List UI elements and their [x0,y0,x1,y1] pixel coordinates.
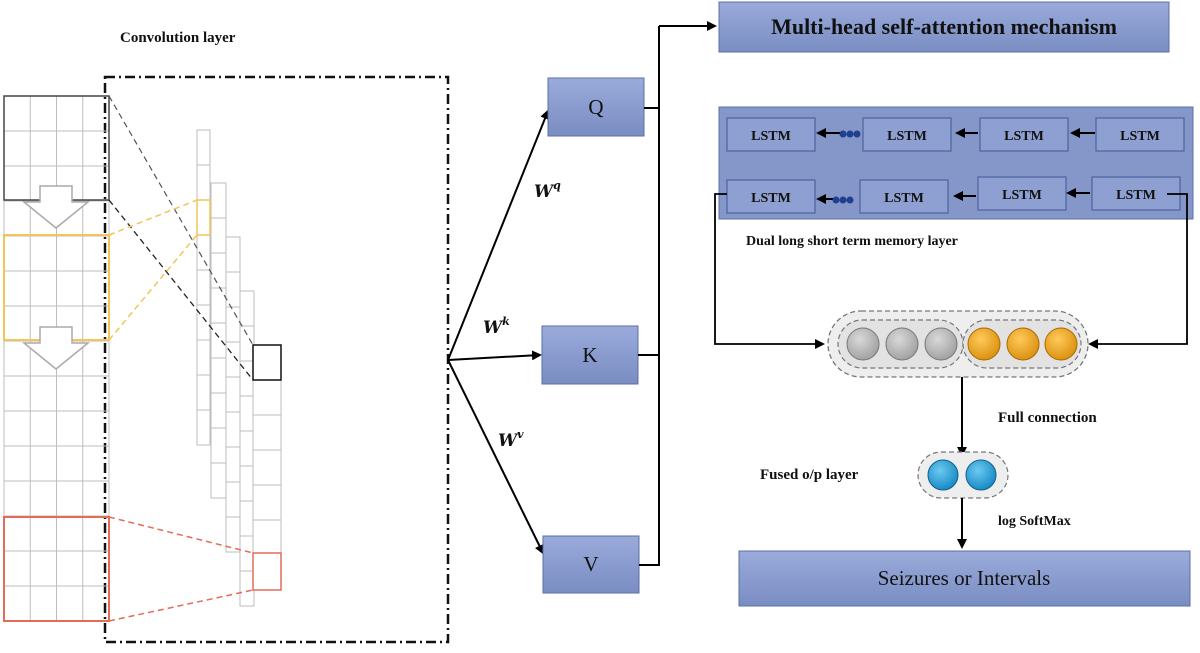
lstm-cell: LSTM [726,117,816,152]
softmax-label: log SoftMax [998,514,1071,529]
q-box: Q [547,77,645,137]
stride-arrow-1-icon [21,185,91,229]
output-cell-black [252,344,282,381]
blue-node [965,459,997,491]
orange-node [967,327,1001,361]
gray-node [885,327,919,361]
lstm-left-connector [714,193,825,349]
lstm-cell-label: LSTM [751,191,791,206]
weight-q-label: Wq [534,179,561,202]
window-red [3,516,110,622]
ellipsis-dot [839,130,847,138]
lstm-cell-label: LSTM [1004,129,1044,144]
fused-output-group [917,451,1009,499]
arrow-to-k [447,350,542,361]
attention-box: Multi-head self-attention mechanism [718,1,1170,53]
gray-node [924,327,958,361]
k-box: K [541,325,639,385]
projection-line [108,589,254,622]
ellipsis-dot [839,196,847,204]
k-bus-line [638,26,660,356]
lstm-cell: LSTM [1091,176,1181,211]
v-label: V [583,552,598,576]
q-label: Q [588,95,603,119]
concat-node-group [827,310,1089,378]
full-connection-label: Full connection [998,410,1097,426]
ellipsis-dot [846,196,854,204]
weight-v-label: Wv [498,428,524,451]
projection-line [108,199,198,236]
orange-node [1044,327,1078,361]
output-box: Seizures or Intervals [738,550,1191,607]
gray-node [846,327,880,361]
projection-line [108,516,254,554]
lstm-cell: LSTM [859,179,949,214]
lstm-cell: LSTM [726,179,816,214]
lstm-cell: LSTM [862,117,952,152]
lstm-cell-label: LSTM [1002,188,1042,203]
convolution-title: Convolution layer [120,30,236,46]
projection-line [108,199,254,381]
output-title: Seizures or Intervals [878,566,1051,590]
lstm-row-backward: LSTM LSTM LSTM LSTM [726,176,1181,214]
lstm-cell: LSTM [1095,117,1185,152]
q-bus-line [644,26,660,109]
lstm-cell-label: LSTM [751,129,791,144]
attention-title: Multi-head self-attention mechanism [771,14,1117,39]
blue-node [927,459,959,491]
k-label: K [582,343,597,367]
lstm-cell-label: LSTM [1116,188,1156,203]
lstm-caption: Dual long short term memory layer [746,234,958,249]
feature-map-columns [196,129,282,607]
stride-arrow-2-icon [21,326,91,370]
weight-k-label: Wk [483,315,510,338]
arrow-to-v [447,359,544,555]
output-cell-yellow [196,199,211,236]
v-bus-line [639,355,660,566]
lstm-cell: LSTM [977,176,1067,211]
arrow-to-q [447,109,550,361]
lstm-cell-label: LSTM [1120,129,1160,144]
ellipsis-dot [853,130,861,138]
orange-node [1006,327,1040,361]
lstm-cell: LSTM [979,117,1069,152]
projection-line [108,234,198,341]
lstm-right-connector [1088,193,1188,349]
lstm-cell-label: LSTM [887,129,927,144]
ellipsis-dot [846,130,854,138]
lstm-cell-label: LSTM [884,191,924,206]
v-box: V [542,535,640,594]
ellipsis-dot [832,196,840,204]
fused-layer-label: Fused o/p layer [760,467,859,483]
lstm-row-forward: LSTM LSTM LSTM LSTM [726,117,1185,152]
projection-line [108,95,254,346]
output-cell-red [252,552,282,591]
